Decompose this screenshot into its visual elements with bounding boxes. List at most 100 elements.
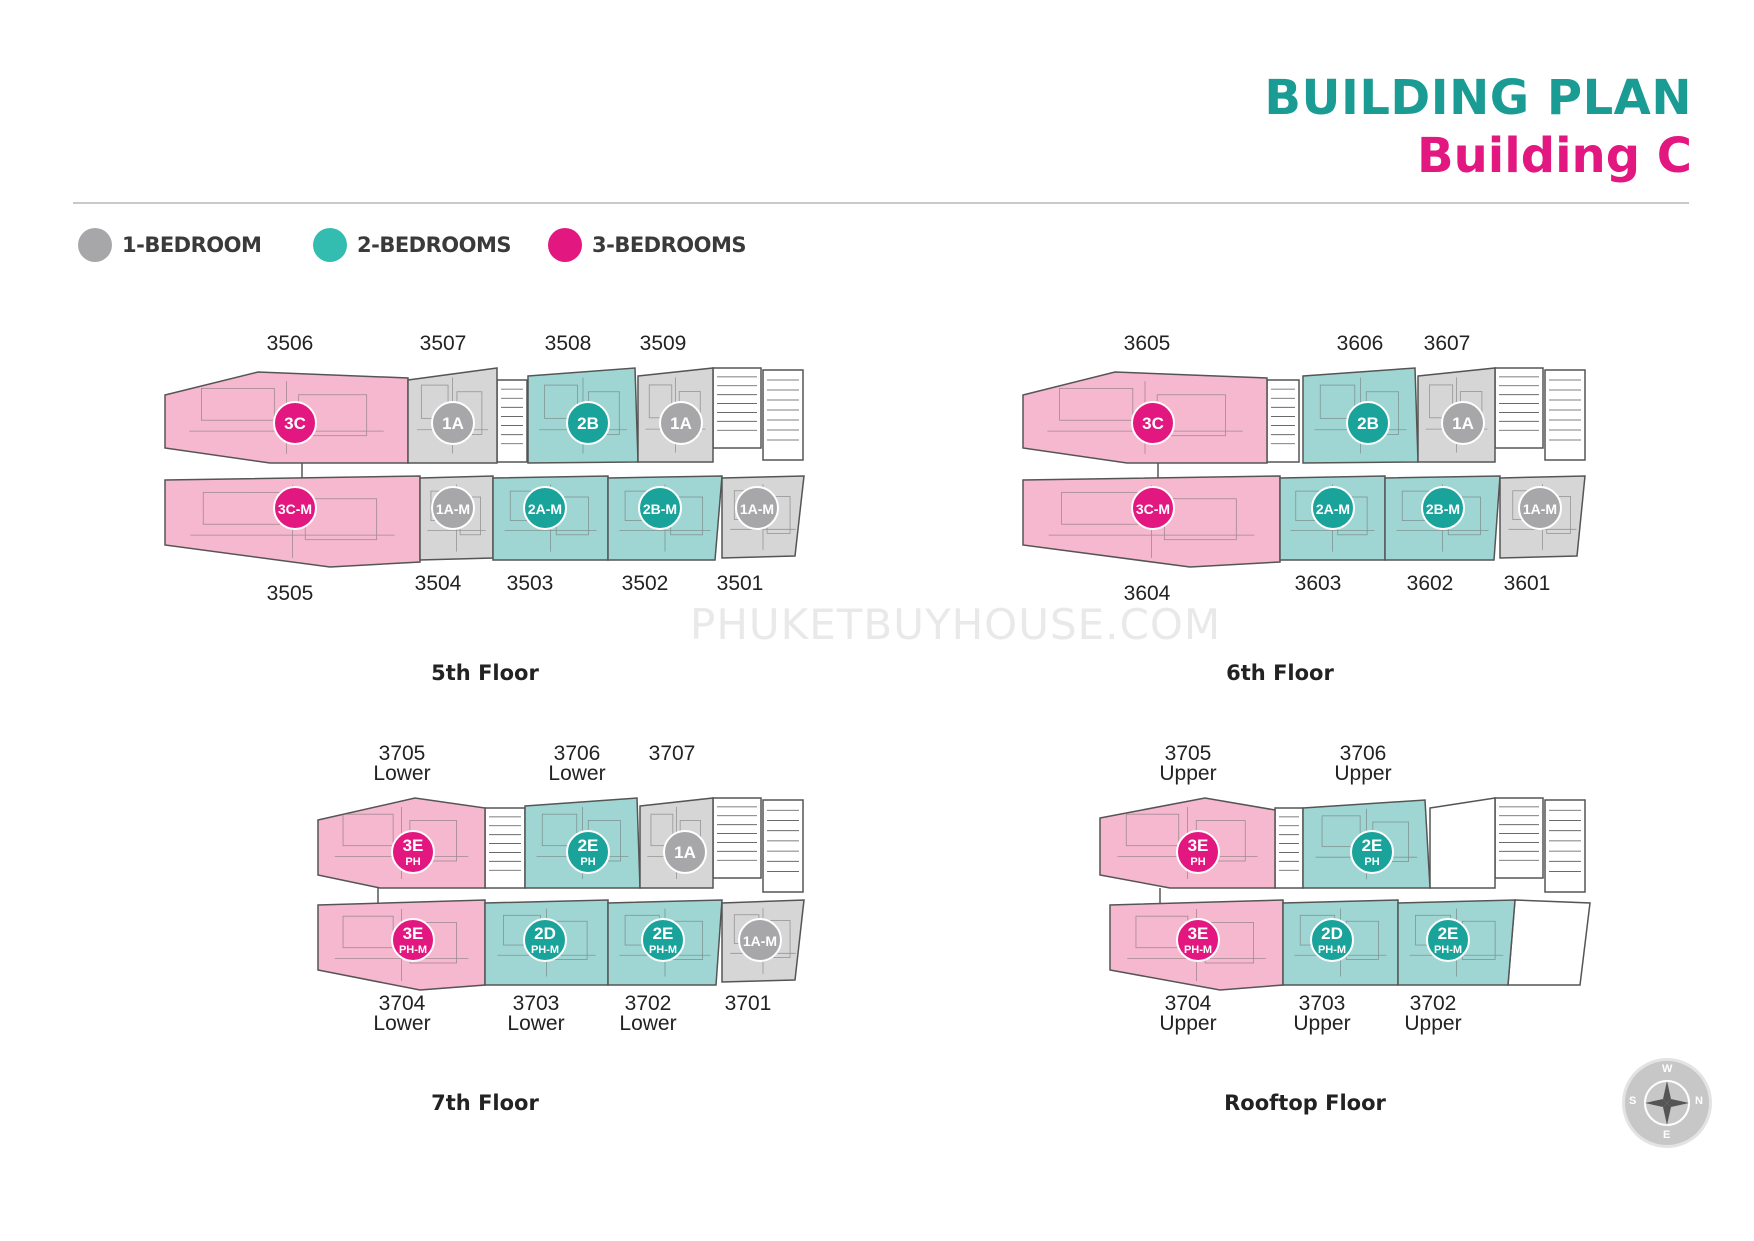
unit-number: 3506: [267, 332, 314, 355]
unit-number: 3705: [1165, 742, 1212, 765]
badge-label: 2E: [578, 836, 599, 855]
compass-e: E: [1663, 1129, 1671, 1141]
unit-badge: [1311, 486, 1355, 530]
badge-label: 2B-M: [643, 501, 677, 517]
legend-item-1-bedroom: 1-BEDROOM: [78, 228, 262, 262]
unit-badge: [1421, 486, 1465, 530]
unit-number: 3703: [513, 992, 560, 1015]
badge-label: 3E: [1188, 836, 1209, 855]
badge-label: 3E: [403, 924, 424, 943]
stair-core: [496, 379, 528, 463]
badge-sublabel: PH-M: [1434, 944, 1462, 956]
compass-icon: W S N E: [1622, 1058, 1712, 1148]
unit-number: 3702: [625, 992, 672, 1015]
unit-number: 3705: [379, 742, 426, 765]
badge-sublabel: PH-M: [1184, 944, 1212, 956]
legend-label: 3-BEDROOMS: [592, 233, 747, 257]
badge-label: 2E: [1362, 836, 1383, 855]
unit-number: 3706: [1340, 742, 1387, 765]
unit-number: 3504: [415, 572, 462, 595]
badge-sublabel: PH-M: [649, 944, 677, 956]
unit-badge: [1518, 486, 1562, 530]
unit-badge: [1131, 486, 1175, 530]
stair-core: [1274, 807, 1304, 889]
unit-badge: [391, 830, 435, 874]
floor-label: 5th Floor: [431, 661, 539, 685]
badge-label: 1A-M: [740, 501, 774, 517]
unit-badge: [1310, 918, 1354, 962]
badge-label: 1A: [442, 414, 464, 433]
unit-badge: [659, 401, 703, 445]
stair-lines: [1279, 816, 1299, 871]
badge-label: 2D: [1321, 924, 1343, 943]
unit-badge: [738, 918, 782, 962]
unit-badge: [1176, 830, 1220, 874]
stair-lines: [501, 388, 523, 445]
page-title: BUILDING PLAN: [1264, 70, 1692, 126]
unit-number: 3502: [622, 572, 669, 595]
badge-label: 1A: [1452, 414, 1474, 433]
badge-label: 2A-M: [1316, 501, 1350, 517]
legend-dot-teal: [313, 228, 347, 262]
unit-badge: [273, 486, 317, 530]
unit-badge: [273, 401, 317, 445]
badge-label: 2B: [1357, 414, 1379, 433]
badge-label: 2A-M: [528, 501, 562, 517]
unit-number: 3509: [640, 332, 687, 355]
stair-core: [1494, 367, 1544, 449]
stair-core: [762, 369, 804, 461]
legend-label: 1-BEDROOM: [122, 233, 262, 257]
badge-label: 3C-M: [1136, 501, 1170, 517]
unit-badge: [641, 918, 685, 962]
unit-level: Lower: [548, 762, 605, 785]
stair-lines: [1549, 809, 1581, 872]
unit-level: Upper: [1404, 1012, 1461, 1035]
divider: [73, 202, 1689, 204]
floor-label: 6th Floor: [1226, 661, 1334, 685]
unit-level: Upper: [1334, 762, 1391, 785]
badge-label: 3C: [1142, 414, 1164, 433]
stair-core: [1494, 797, 1544, 879]
legend-item-2-bedrooms: 2-BEDROOMS: [313, 228, 512, 262]
stair-core: [1544, 369, 1586, 461]
unit-badge: [663, 830, 707, 874]
unit-badge: [638, 486, 682, 530]
badge-label: 2D: [534, 924, 556, 943]
stair-core: [484, 807, 526, 889]
unit-badge: [1176, 918, 1220, 962]
badge-label: 2B-M: [1426, 501, 1460, 517]
stair-lines: [1271, 388, 1295, 445]
unit-badge: [1426, 918, 1470, 962]
compass-w: W: [1662, 1063, 1673, 1075]
stair-lines: [717, 806, 757, 861]
badge-label: 3C: [284, 414, 306, 433]
stair-lines: [1499, 806, 1539, 861]
badge-sublabel: PH-M: [1318, 944, 1346, 956]
badge-label: 1A-M: [743, 933, 777, 949]
badge-label: 1A: [674, 843, 696, 862]
unit-number: 3507: [420, 332, 467, 355]
floor-label: 7th Floor: [431, 1091, 539, 1115]
unit-badge: [431, 486, 475, 530]
legend-dot-grey: [78, 228, 112, 262]
badge-label: 2E: [1438, 924, 1459, 943]
unit-number: 3702: [1410, 992, 1457, 1015]
unit-number: 3601: [1504, 572, 1551, 595]
unit-number: 3701: [725, 992, 772, 1015]
unit-level: Upper: [1159, 1012, 1216, 1035]
unit-level: Upper: [1293, 1012, 1350, 1035]
legend-dot-pink: [548, 228, 582, 262]
badge-sublabel: PH: [405, 856, 420, 868]
stair-lines: [767, 809, 799, 872]
stair-lines: [1499, 376, 1539, 431]
badge-label: 1A: [670, 414, 692, 433]
page-subtitle: Building C: [1417, 128, 1692, 184]
unit-level: Lower: [619, 1012, 676, 1035]
badge-label: 1A-M: [1523, 501, 1557, 517]
unit-badge: [1441, 401, 1485, 445]
unit-badge: [566, 401, 610, 445]
unit-badge: [523, 918, 567, 962]
badge-sublabel: PH-M: [399, 944, 427, 956]
badge-sublabel: PH: [1190, 856, 1205, 868]
floor-label: Rooftop Floor: [1224, 1091, 1386, 1115]
